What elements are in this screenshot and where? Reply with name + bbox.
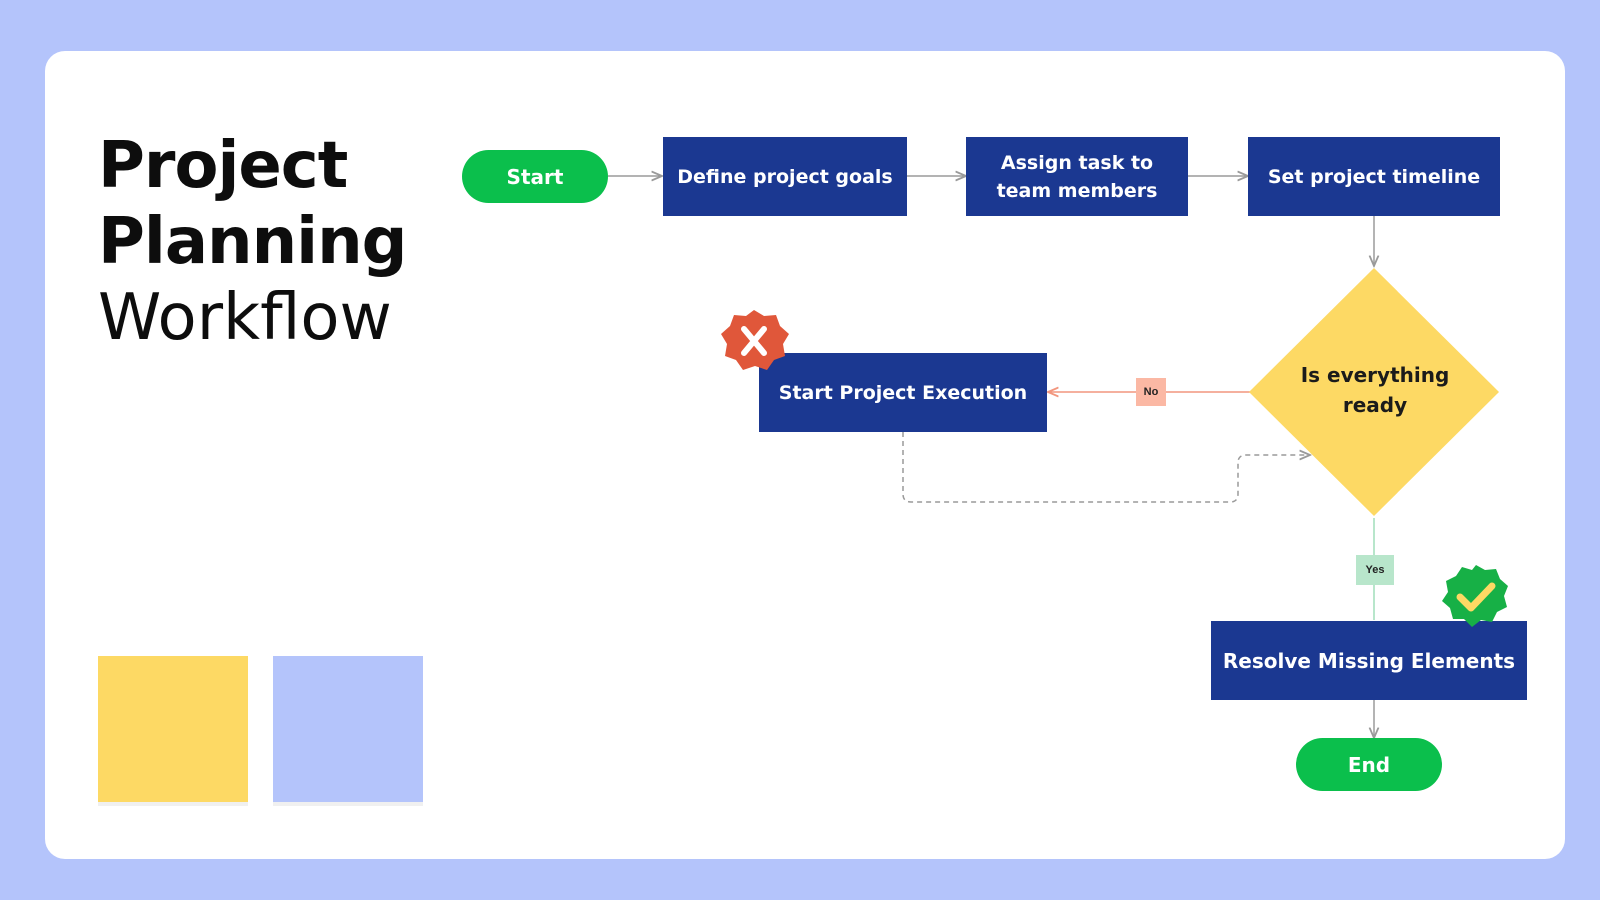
resolve-missing-elements-node: Resolve Missing Elements <box>1211 621 1527 700</box>
start-project-execution-node: Start Project Execution <box>759 353 1047 432</box>
blue-color-swatch <box>273 656 423 806</box>
decision-diamond <box>1249 268 1499 516</box>
checkmark-icon <box>1442 565 1508 627</box>
title-line-3: Workflow <box>98 281 392 355</box>
assign-task-node: Assign task to team members <box>966 137 1188 216</box>
title-line-2: Planning <box>98 205 407 279</box>
edge-execution-loop-back <box>902 432 1310 503</box>
title-line-1: Project <box>98 129 348 203</box>
start-node: Start <box>462 150 608 203</box>
x-icon <box>721 310 789 370</box>
set-project-timeline-node: Set project timeline <box>1248 137 1500 216</box>
decision-label: Is everything ready <box>1300 363 1450 417</box>
yes-edge-label: Yes <box>1356 555 1394 585</box>
end-node: End <box>1296 738 1442 791</box>
yellow-color-swatch <box>98 656 248 806</box>
page-title: Project Planning Workflow <box>98 128 407 356</box>
define-project-goals-node: Define project goals <box>663 137 907 216</box>
no-edge-label: No <box>1136 378 1166 406</box>
